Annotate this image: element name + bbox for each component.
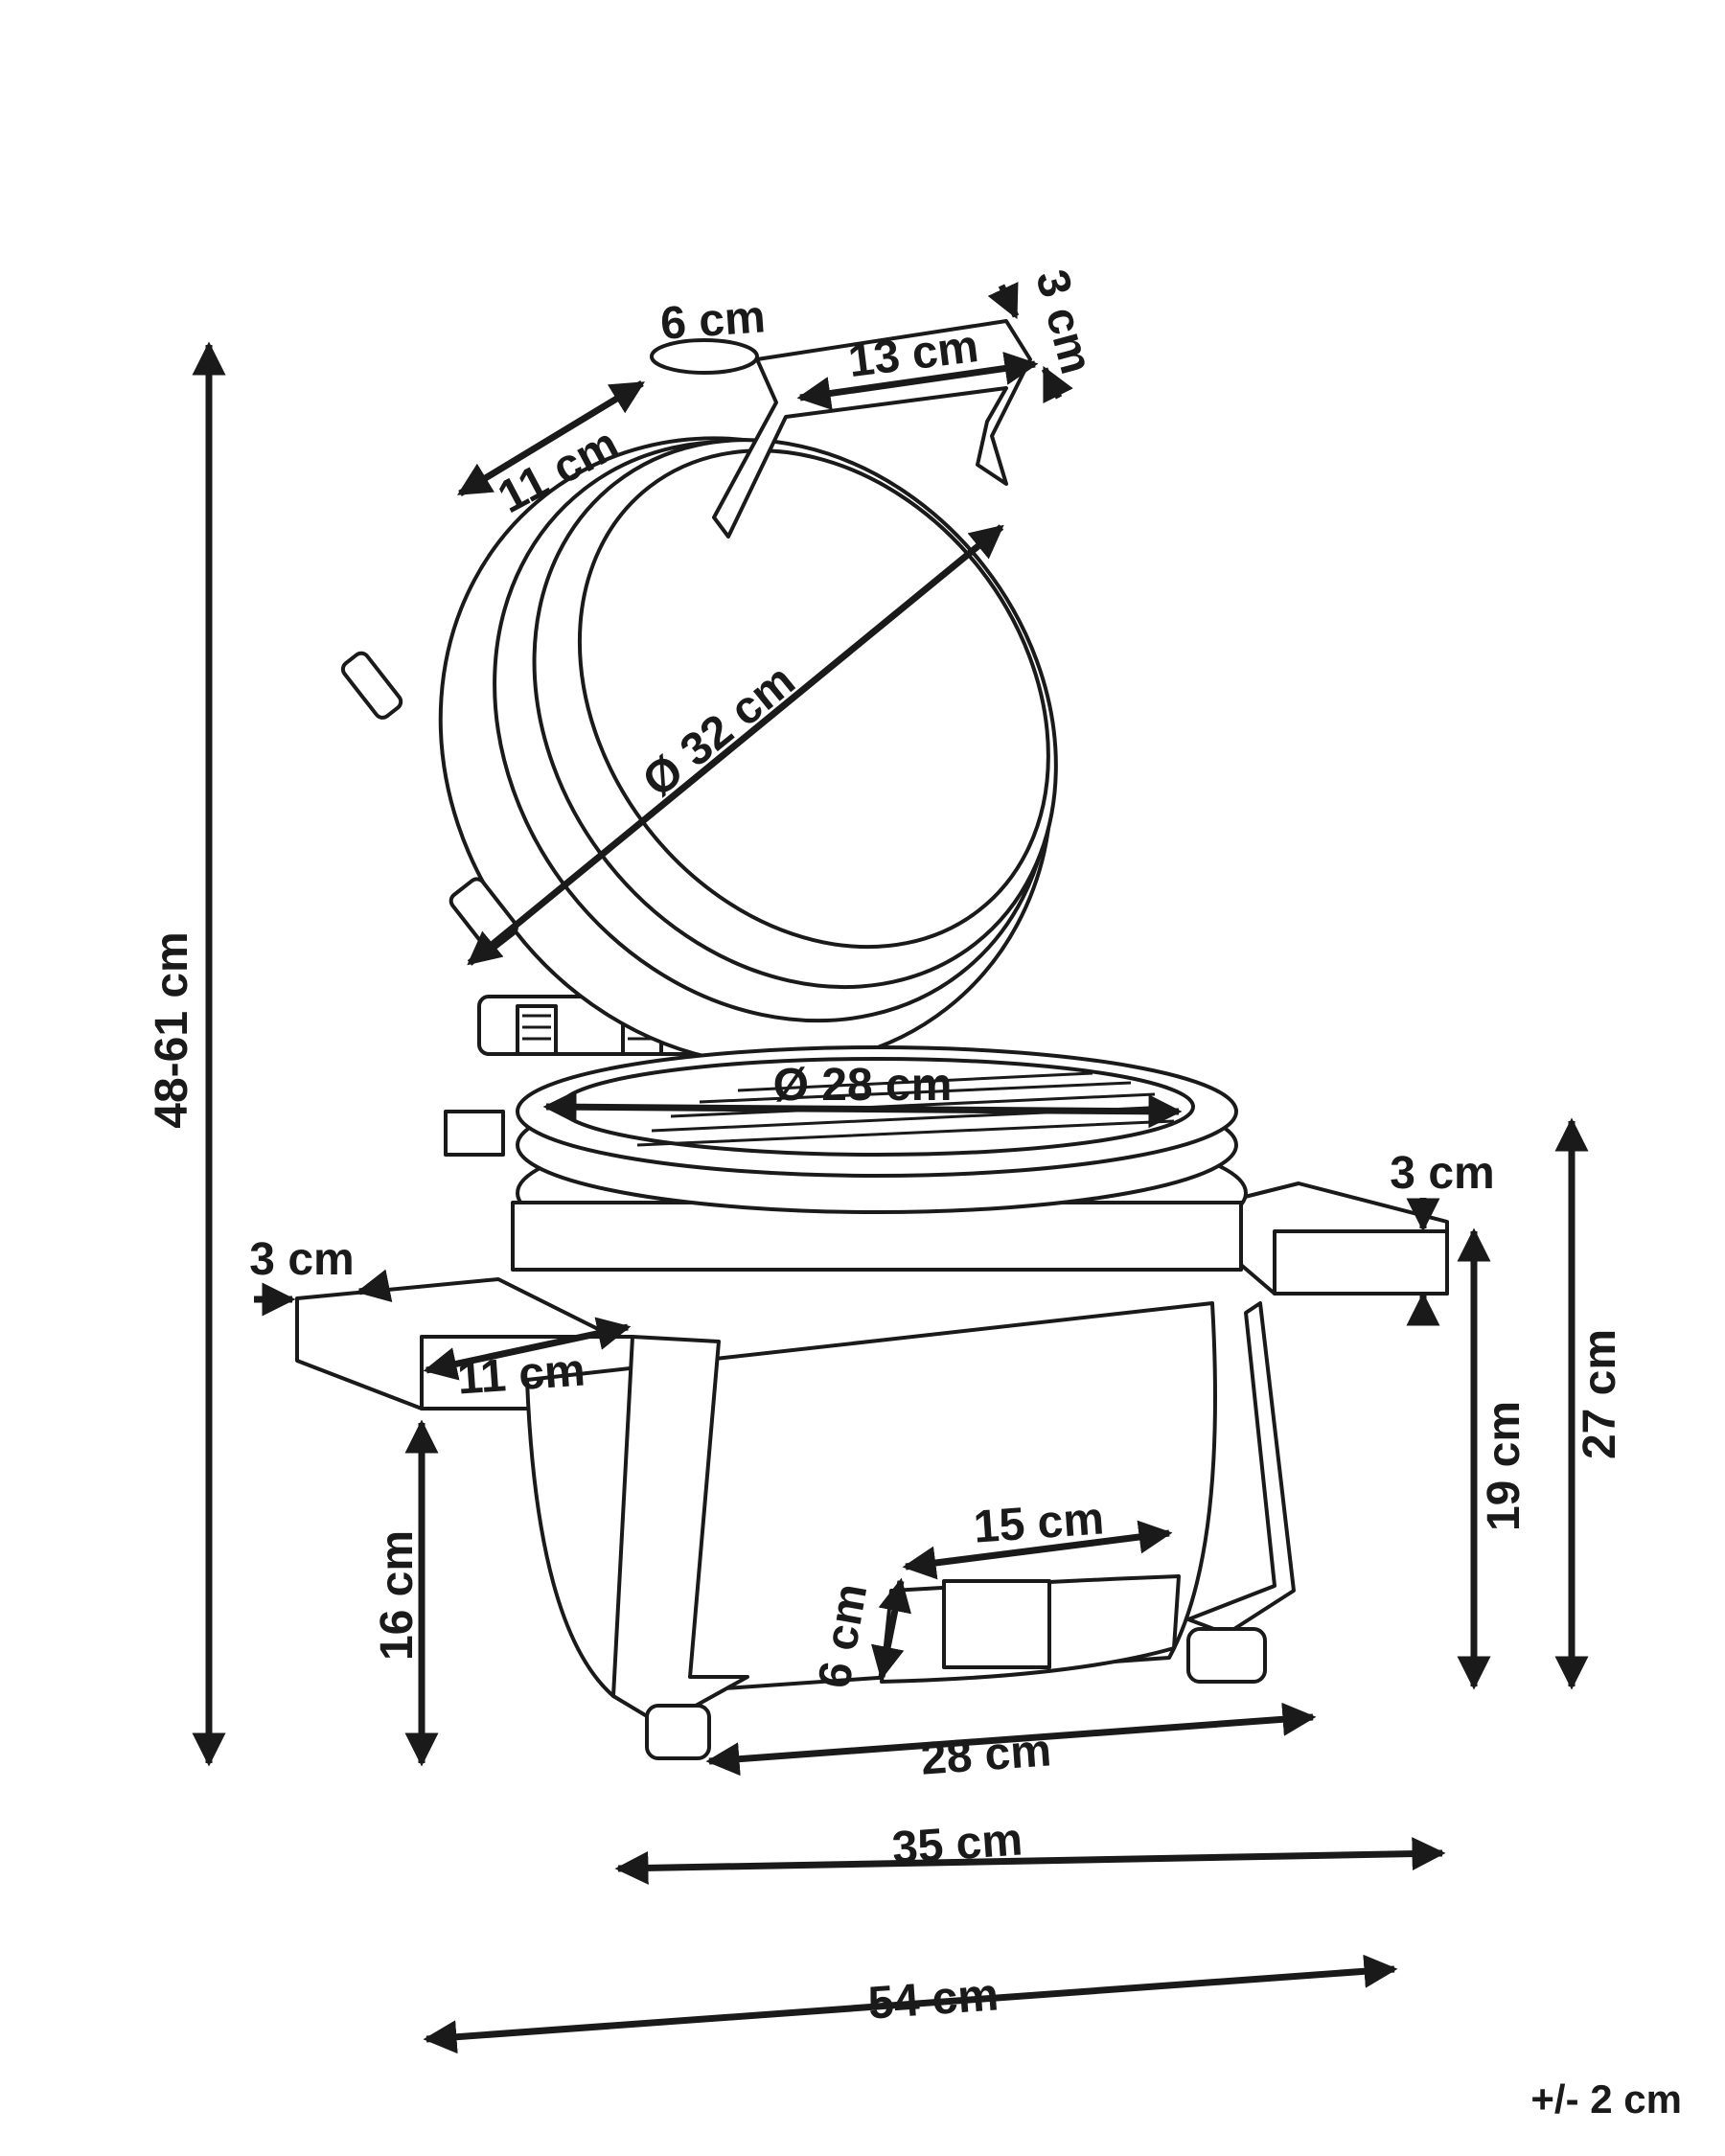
label-handle-height: 3 cm: [1025, 264, 1102, 378]
dim-line-left-shelf-thickness-2: [356, 1269, 393, 1302]
dim-line-grill-diameter: [542, 1089, 1183, 1129]
label-total-height: 48-61 cm: [147, 931, 197, 1128]
dimension-lines: [192, 282, 1589, 2054]
dim-line-lid-hinge: [457, 380, 645, 496]
grill-illustration: [295, 319, 1449, 1760]
dim-line-total-width: [423, 1954, 1398, 2054]
label-body-height: 27 cm: [1575, 1329, 1625, 1459]
label-handle-width: 6 cm: [659, 291, 768, 350]
dim-line-left-shelf-width: [423, 1317, 632, 1381]
dim-line-base-width: [705, 1702, 1317, 1777]
label-grill-diameter: Ø 28 cm: [773, 1060, 953, 1111]
dim-line-vent-width: [902, 1520, 1173, 1580]
dim-line-vent-height: [871, 1577, 911, 1681]
dim-line-handle-height-bottom: [1041, 365, 1073, 404]
label-left-shelf-width: 11 cm: [456, 1344, 587, 1404]
dim-line-handle-length: [796, 352, 1039, 410]
top-vent-cap: [650, 338, 759, 375]
right-side-shelf: [1239, 1181, 1449, 1296]
dim-line-lid-diameter: [467, 524, 1004, 966]
label-vent-width: 15 cm: [972, 1493, 1105, 1552]
dim-line-body-width: [614, 1837, 1446, 1885]
dim-line-handle-height-top: [987, 282, 1020, 320]
label-left-shelf-height: 16 cm: [372, 1530, 423, 1661]
label-total-width: 54 cm: [866, 1969, 1000, 2029]
label-body-width: 35 cm: [890, 1814, 1024, 1873]
label-right-shelf-thickness: 3 cm: [1390, 1148, 1494, 1199]
label-base-width: 28 cm: [919, 1725, 1052, 1784]
label-left-shelf-thickness: 3 cm: [249, 1234, 354, 1285]
tolerance-note: +/- 2 cm: [1530, 2076, 1682, 2122]
grill-base: [511, 1045, 1296, 1760]
label-right-shelf-height: 19 cm: [1479, 1401, 1530, 1531]
